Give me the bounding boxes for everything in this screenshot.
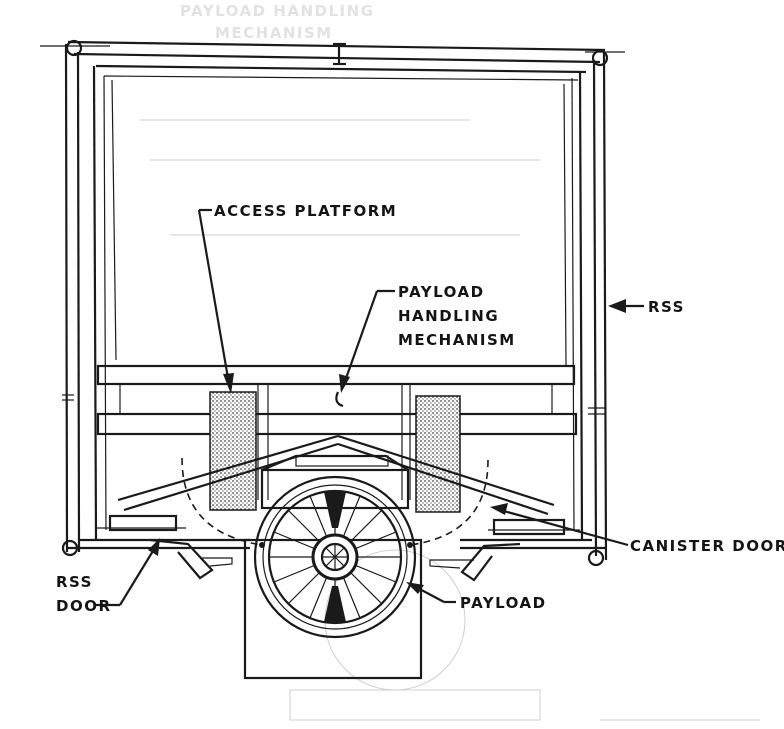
- arrowhead: [339, 374, 350, 393]
- arrowhead: [223, 373, 234, 394]
- ghost-text-1: PAYLOAD HANDLING: [180, 2, 374, 20]
- rss-right-column: [571, 77, 575, 531]
- payload-wheel-rim: [262, 484, 408, 630]
- payload-assembly: [243, 475, 423, 680]
- rss-top-beam: [103, 75, 579, 81]
- rss-top-beam: [67, 40, 606, 52]
- label-rss-door-1: RSS: [56, 573, 93, 591]
- leader-canister-door: [499, 508, 629, 547]
- lift-frame-bar: [295, 455, 389, 467]
- label-payload-handling-1: PAYLOAD: [398, 283, 485, 301]
- sling-cable: [117, 434, 339, 502]
- payload-fin-bottom: [324, 586, 346, 622]
- corner-pin: [587, 549, 605, 567]
- canister-structure: [96, 364, 578, 546]
- bleed-through: PAYLOAD HANDLING MECHANISM: [140, 2, 760, 721]
- canister-door-right: [409, 459, 489, 546]
- labels: ACCESS PLATFORM PAYLOAD HANDLING MECHANI…: [56, 202, 784, 615]
- rss-door-brackets: [149, 538, 521, 582]
- rss-door-right: [460, 542, 521, 582]
- arrowhead: [490, 503, 508, 515]
- right-door-block: [492, 518, 566, 536]
- label-access-platform: ACCESS PLATFORM: [214, 202, 397, 220]
- pivot-dot: [407, 542, 413, 548]
- pivot-dot: [259, 542, 265, 548]
- corner-pin: [65, 39, 83, 57]
- access-platform-left: [209, 391, 257, 511]
- leaders: [94, 208, 644, 607]
- rss-door-left: [149, 538, 214, 580]
- arrowhead: [608, 299, 626, 313]
- left-door-block: [108, 514, 178, 532]
- lift-frame: [261, 454, 409, 472]
- label-rss-door-2: DOOR: [56, 597, 112, 615]
- rss-left-column: [103, 75, 107, 531]
- payload-wheel-outer: [253, 475, 417, 639]
- arrowhead: [406, 582, 424, 594]
- rss-door-right-hinge: [429, 559, 474, 569]
- rss-right-column: [563, 83, 567, 366]
- rss-right-column: [602, 51, 608, 561]
- label-payload-handling-2: HANDLING: [398, 307, 499, 325]
- rss-left-column: [111, 79, 117, 361]
- leader-handling: [342, 290, 379, 385]
- handling-hook: [335, 391, 344, 408]
- sling-cable: [337, 434, 555, 507]
- lower-cross-beam: [96, 412, 578, 436]
- arrowhead: [148, 538, 160, 556]
- rss-right-column: [578, 71, 584, 541]
- label-payload: PAYLOAD: [460, 594, 547, 612]
- rss-top-beam: [95, 64, 587, 74]
- label-canister-door: CANISTER DOOR: [630, 537, 784, 555]
- hub-cross: [325, 547, 345, 567]
- label-payload-handling-3: MECHANISM: [398, 331, 516, 349]
- corner-pin: [591, 49, 609, 67]
- rss-door-left-hinge: [200, 557, 233, 567]
- upper-cross-beam: [96, 364, 576, 386]
- rss-left-column: [64, 43, 69, 553]
- label-rss: RSS: [648, 298, 685, 316]
- leader-rss-door: [119, 545, 157, 606]
- access-platform-right: [415, 395, 461, 513]
- rss-left-column: [76, 51, 81, 553]
- rss-left-column: [92, 65, 98, 541]
- rss-right-column: [592, 59, 598, 557]
- rss-top-beam: [73, 52, 601, 64]
- ghost-text-2: MECHANISM: [215, 24, 333, 42]
- ghost-rect: [289, 689, 541, 721]
- payload-fin-top: [324, 492, 346, 528]
- leader-access: [197, 209, 231, 385]
